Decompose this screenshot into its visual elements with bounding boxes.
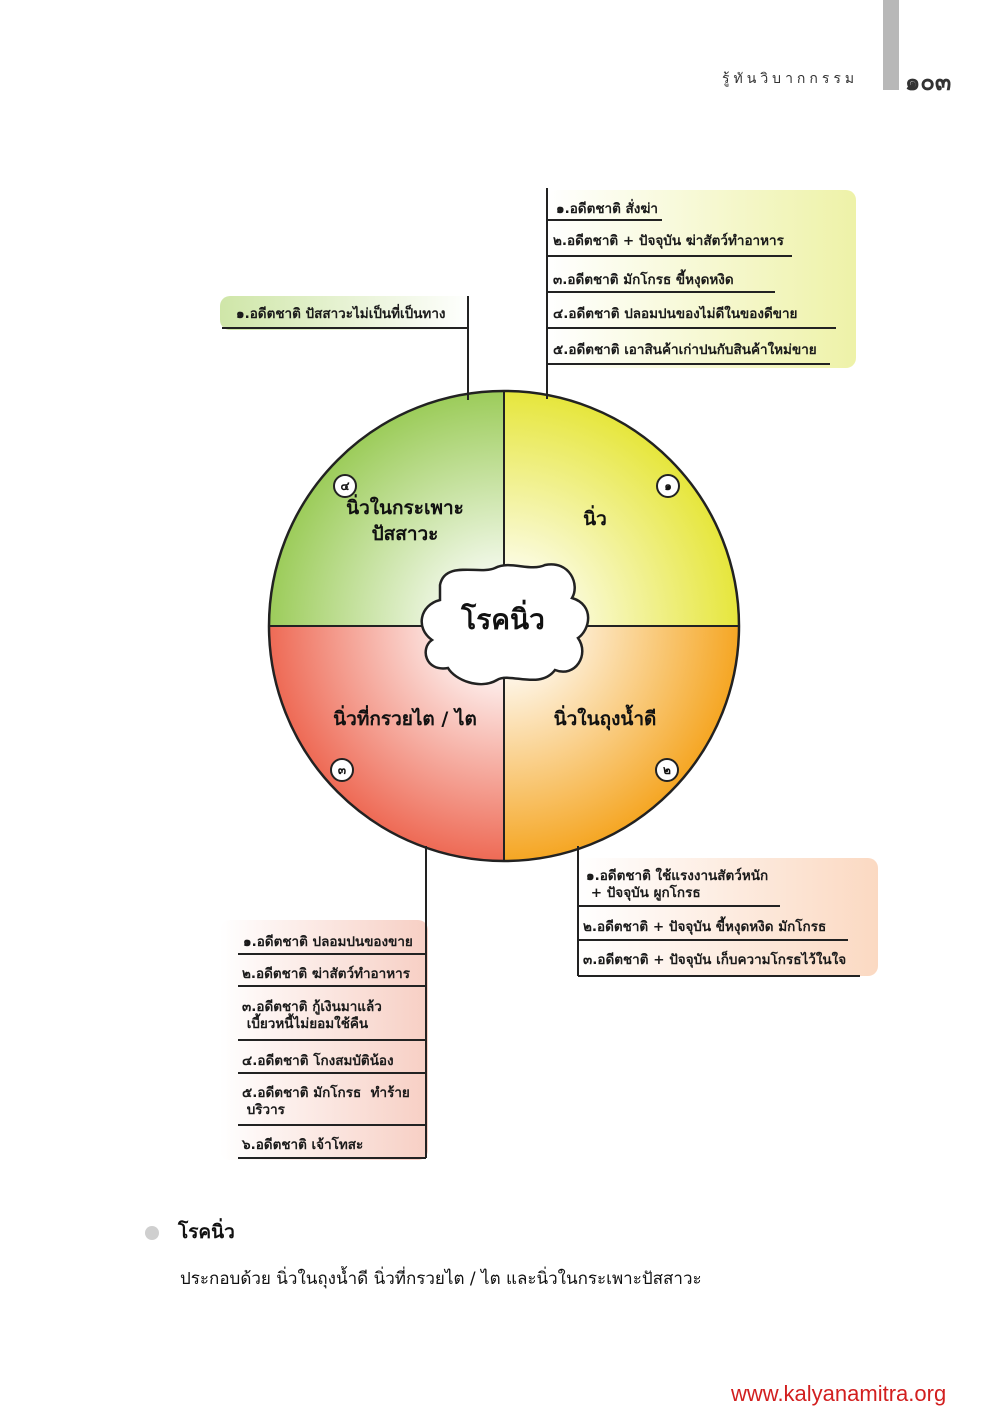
page-number: ๑๐๓ [905, 67, 952, 96]
section-bullet [145, 1226, 159, 1240]
branch-box-2 [578, 858, 878, 976]
section-title: โรคนิ่ว [178, 1221, 235, 1243]
book-title: รู้ทันวิบากกรรม [722, 71, 859, 87]
segment-3-wedge [269, 626, 504, 861]
segment-2-label: นิ่วในถุงน้ำดี [553, 708, 657, 730]
cause-3-1: ๑.อดีตชาติ ปลอมปนของขาย [243, 934, 413, 950]
section-body: ประกอบด้วย นิ่วในถุงน้ำดี นิ่วที่กรวยไต … [180, 1269, 702, 1289]
cause-3-3: ๓.อดีตชาติ กู้เงินมาแล้ว เบี้ยวหนี้ไม่ยอ… [242, 999, 382, 1032]
cause-3-5: ๕.อดีตชาติ มักโกรธ ทำร้าย บริวาร [242, 1085, 410, 1118]
segment-2-number: ๒ [655, 758, 679, 782]
branch-box-4 [220, 296, 472, 330]
cause-3-2: ๒.อดีตชาติ ฆ่าสัตว์ทำอาหาร [242, 966, 410, 982]
branch-box-1 [548, 190, 856, 368]
cause-2-2: ๒.อดีตชาติ + ปัจจุบัน ขี้หงุดหงิด มักโกร… [583, 919, 827, 935]
cause-3-4: ๔.อดีตชาติ โกงสมบัติน้อง [242, 1053, 394, 1069]
cause-1-5: ๕.อดีตชาติ เอาสินค้าเก่าปนกับสินค้าใหม่ข… [553, 342, 817, 358]
segment-1-label: นิ่ว [583, 508, 607, 530]
segment-3-number: ๓ [330, 758, 354, 782]
header-bar [883, 0, 899, 90]
footer-url[interactable]: www.kalyanamitra.org [731, 1381, 947, 1406]
cause-3-6: ๖.อดีตชาติ เจ้าโทสะ [242, 1137, 364, 1153]
cause-4-1: ๑.อดีตชาติ ปัสสาวะไม่เป็นที่เป็นทาง [236, 306, 446, 322]
segment-4-wedge [269, 391, 504, 626]
center-cloud [420, 563, 590, 686]
segment-3-label: นิ่วที่กรวยไต / ไต [333, 708, 477, 730]
cause-2-3: ๓.อดีตชาติ + ปัจจุบัน เก็บความโกรธไว้ในใ… [583, 952, 847, 968]
segment-1-number: ๑ [656, 474, 680, 498]
cause-1-3: ๓.อดีตชาติ มักโกรธ ขี้หงุดหงิด [553, 272, 734, 288]
segment-4-label: นิ่วในกระเพาะ ปัสสาวะ [346, 497, 464, 545]
segment-4-number: ๔ [333, 474, 357, 498]
cause-1-2: ๒.อดีตชาติ + ปัจจุบัน ฆ่าสัตว์ทำอาหาร [553, 233, 784, 249]
cause-2-1: ๑.อดีตชาติ ใช้แรงงานสัตว์หนัก + ปัจจุบัน… [586, 868, 769, 901]
cause-1-4: ๔.อดีตชาติ ปลอมปนของไม่ดีในของดีขาย [553, 306, 798, 322]
cause-1-1: ๑.อดีตชาติ สั่งฆ่า [556, 201, 658, 217]
center-topic: โรคนิ่ว [461, 603, 545, 636]
segment-2-wedge [504, 626, 739, 861]
